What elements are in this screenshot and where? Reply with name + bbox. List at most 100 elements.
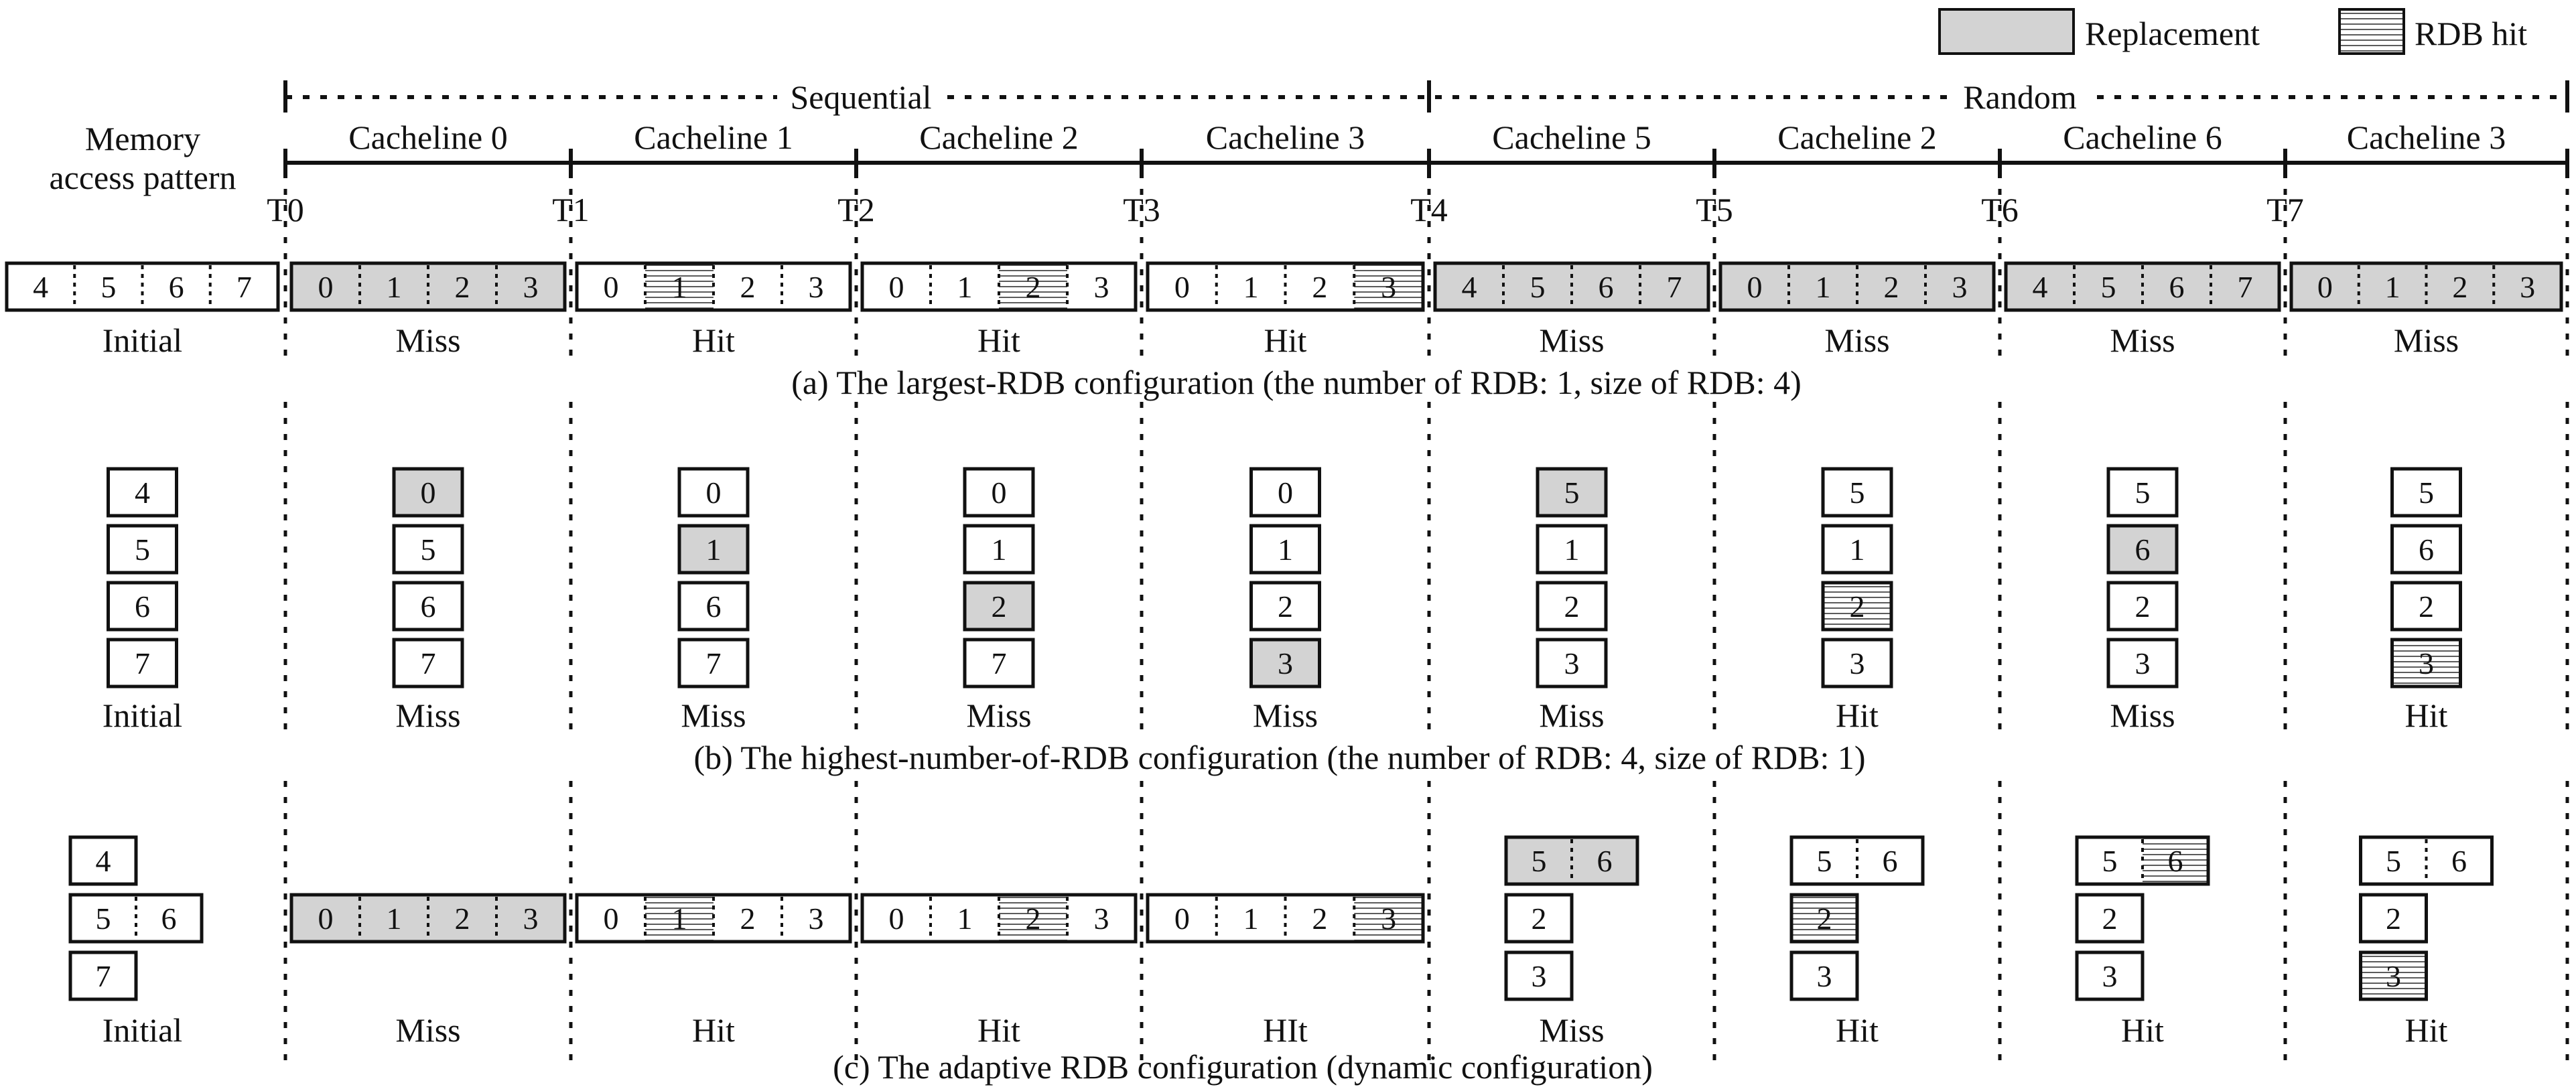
- rdb-buffer: 4: [107, 467, 178, 518]
- rdb-buffer: 1: [1536, 524, 1608, 575]
- replacement-cell: [2108, 526, 2177, 573]
- cacheline-value: 3: [1532, 959, 1547, 993]
- cacheline-value: 2: [1817, 901, 1832, 936]
- state-label: Hit: [2405, 1011, 2448, 1049]
- cacheline-value: 1: [957, 270, 973, 304]
- cacheline-value: 1: [387, 901, 402, 936]
- cacheline-value: 1: [672, 901, 687, 936]
- rdb-hit-cell: [645, 895, 714, 942]
- time-separators: [283, 189, 2569, 1065]
- buffer-border: [1249, 467, 1321, 518]
- cacheline-value: 2: [1312, 270, 1327, 304]
- buffer-border: [1789, 893, 1859, 944]
- cacheline-value: 4: [1462, 270, 1477, 304]
- state-label: Hit: [2121, 1011, 2164, 1049]
- state-label: Initial: [103, 1011, 182, 1049]
- buffer-border: [1789, 835, 1925, 886]
- rdb-buffer: 7: [963, 638, 1035, 689]
- access-label: Cacheline 5: [1492, 119, 1651, 156]
- state-label: Hit: [1836, 697, 1879, 734]
- cacheline-value: 5: [100, 270, 116, 304]
- buffer-border: [677, 524, 750, 575]
- access-label: Cacheline 2: [919, 119, 1078, 156]
- cacheline-value: 6: [1883, 844, 1898, 878]
- cacheline-value: 0: [1174, 270, 1190, 304]
- cacheline-value: 2: [2419, 589, 2434, 624]
- panel-b: 4567Initial0567Miss0167Miss0127Miss0123M…: [103, 467, 2462, 776]
- buffer-border: [860, 261, 1138, 312]
- cacheline-value: 0: [318, 901, 334, 936]
- rdb-buffer: 2: [1789, 893, 1859, 944]
- replacement-cell: [1572, 837, 1637, 884]
- buffer-border: [2390, 524, 2462, 575]
- buffer-border: [677, 467, 750, 518]
- rdb-buffer: 0: [1249, 467, 1321, 518]
- cacheline-value: 5: [2419, 476, 2434, 510]
- cacheline-value: 7: [706, 646, 722, 680]
- rdb-buffer: 7: [392, 638, 464, 689]
- rdb-buffer: 0: [677, 467, 750, 518]
- buffer-border: [1249, 524, 1321, 575]
- cacheline-value: 6: [169, 270, 184, 304]
- buffer-border: [1821, 638, 1893, 689]
- rdb-buffer: 3: [2075, 950, 2145, 1001]
- buffer-border: [2106, 638, 2179, 689]
- buffer-border: [2390, 581, 2462, 632]
- rdb-buffer: 1: [1249, 524, 1321, 575]
- cacheline-value: 3: [523, 270, 539, 304]
- cacheline-value: 5: [96, 901, 111, 936]
- cacheline-value: 2: [455, 901, 470, 936]
- buffer-border: [2390, 467, 2462, 518]
- access-label: Cacheline 1: [634, 119, 793, 156]
- cacheline-value: 0: [604, 901, 619, 936]
- state-label: Initial: [103, 697, 182, 734]
- state-label: Hit: [692, 321, 735, 359]
- cacheline-value: 5: [1850, 476, 1865, 510]
- cacheline-value: 6: [2168, 844, 2183, 878]
- rdb-buffer: 5: [107, 524, 178, 575]
- cacheline-value: 0: [604, 270, 619, 304]
- panel-caption: (c) The adaptive RDB configuration (dyna…: [833, 1048, 1653, 1086]
- legend-replacement-label: Replacement: [2085, 15, 2260, 52]
- state-label: Miss: [1539, 697, 1604, 734]
- state-label: Hit: [1264, 321, 1307, 359]
- rdb-buffer: 5: [392, 524, 464, 575]
- buffer-border: [68, 835, 138, 886]
- buffer-border: [963, 524, 1035, 575]
- buffer-border: [1146, 261, 1425, 312]
- state-label: Miss: [395, 1011, 460, 1049]
- cacheline-value: 0: [706, 476, 722, 510]
- replacement-cell: [2211, 263, 2279, 310]
- rdb-buffer: 6: [677, 581, 750, 632]
- buffer-border: [1249, 638, 1321, 689]
- rdb-buffer: 3: [1504, 950, 1574, 1001]
- rdb-hit-cell: [1354, 895, 1423, 942]
- rdb-buffer: 3: [1249, 638, 1321, 689]
- access-label: Cacheline 6: [2063, 119, 2222, 156]
- rdb-buffer: 1: [677, 524, 750, 575]
- rdb-hit-cell: [999, 895, 1067, 942]
- buffer-border: [2359, 893, 2428, 944]
- buffer-border: [68, 893, 204, 944]
- cacheline-value: 3: [2135, 646, 2151, 680]
- rdb-buffer: 7: [107, 638, 178, 689]
- row-label-line-1: Memory: [85, 120, 200, 157]
- replacement-cell: [291, 895, 360, 942]
- group-label-bg-random: [1953, 75, 2087, 114]
- rdb-hit-cell: [1791, 895, 1857, 942]
- buffer-border: [392, 638, 464, 689]
- buffer-border: [107, 581, 178, 632]
